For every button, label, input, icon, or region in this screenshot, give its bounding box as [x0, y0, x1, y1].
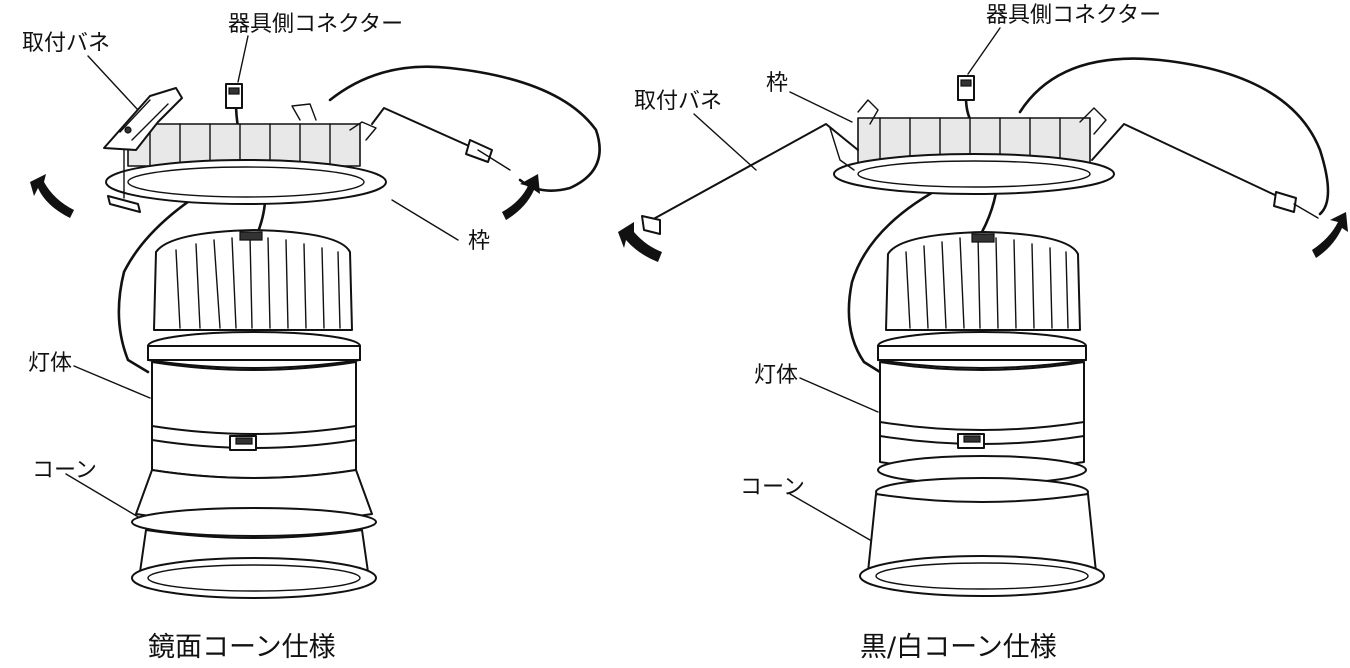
label-frame-right: 枠	[766, 71, 788, 96]
label-connector-right: 器具側コネクター	[986, 3, 1161, 28]
mounting-spring-right-2	[1091, 123, 1319, 219]
label-body-left: 灯体	[28, 351, 72, 376]
label-connector-left: 器具側コネクター	[228, 12, 403, 37]
rotate-arrow-icon-right-1	[618, 222, 662, 262]
lamp-wire-right	[847, 182, 950, 374]
leader-lines-left	[65, 35, 459, 519]
label-spring-left: 取付バネ	[22, 31, 110, 56]
spring-wire-left	[371, 107, 511, 171]
frame-ring-right	[833, 99, 1115, 195]
lamp-body-left	[151, 361, 357, 479]
label-body-right: 灯体	[754, 363, 798, 388]
mounting-spring-left	[103, 87, 183, 213]
cable-loop-right	[1018, 57, 1330, 216]
cone-right	[859, 455, 1105, 597]
label-spring-right: 取付バネ	[634, 89, 722, 114]
label-frame-left: 枠	[468, 229, 490, 254]
mounting-spring-right-1	[641, 123, 859, 235]
label-cone-left: コーン	[32, 458, 97, 483]
lamp-wire-left	[117, 176, 228, 374]
heatsink-right	[885, 231, 1081, 331]
connector-icon-right	[957, 75, 975, 101]
lamp-body-right	[879, 361, 1085, 471]
rotate-arrow-icon-right-2	[1312, 212, 1348, 258]
rotate-arrow-icon-left-1	[30, 174, 74, 218]
caption-right: 黒/白コーン仕様	[860, 632, 1057, 663]
collar-left	[147, 331, 361, 369]
figure-black-white-cone: 器具側コネクター 枠 取付バネ 灯体 コーン	[618, 3, 1348, 663]
heatsink-left	[153, 229, 353, 331]
caption-left: 鏡面コーン仕様	[148, 632, 336, 663]
figure-mirror-cone: 取付バネ 器具側コネクター 枠 灯体 コーン	[22, 12, 601, 663]
cone-left	[131, 469, 377, 599]
connector-icon-left	[225, 83, 243, 109]
leader-lines-right	[693, 27, 1001, 541]
cable-loop-left	[328, 65, 601, 192]
collar-right	[877, 331, 1087, 369]
frame-ring-left	[105, 103, 387, 205]
